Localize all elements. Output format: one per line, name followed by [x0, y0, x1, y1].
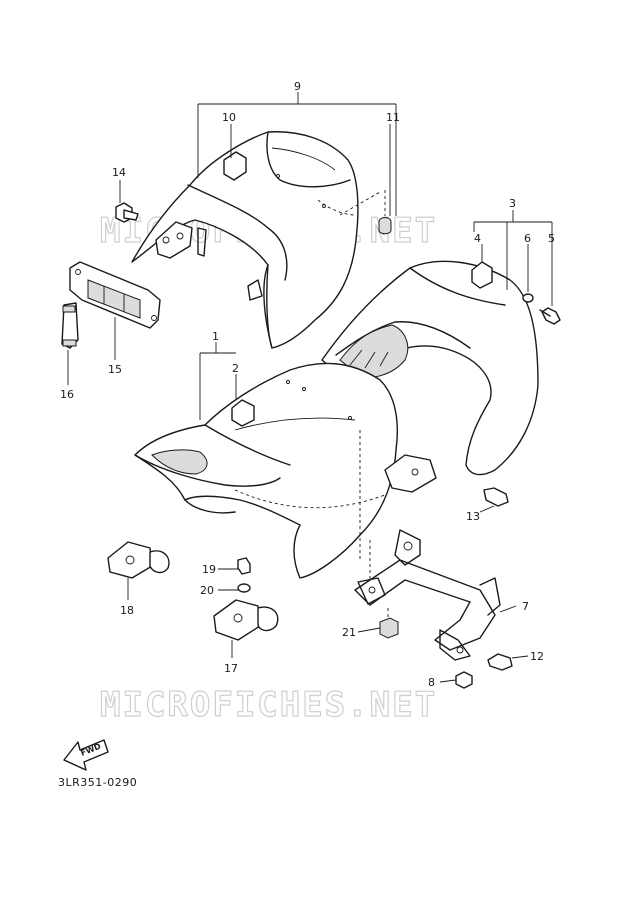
screw-19 — [237, 557, 251, 575]
callout-11: 11 — [386, 111, 400, 124]
callout-4: 4 — [474, 232, 481, 245]
seat-frame-bracket — [354, 529, 501, 661]
callout-13: 13 — [466, 510, 480, 523]
callout-20: 20 — [200, 584, 214, 597]
callout-leaders — [127, 92, 553, 683]
rear-seat-cowl — [131, 131, 359, 349]
rear-seat-section — [321, 260, 539, 476]
callout-18: 18 — [120, 604, 134, 617]
callout-labels: 9 10 11 14 3 4 6 5 1 2 15 16 13 19 20 7 … — [60, 80, 555, 689]
fwd-arrow-icon: FWD — [63, 739, 109, 771]
callout-14: 14 — [112, 166, 126, 179]
damper-21 — [379, 617, 399, 639]
front-seat — [134, 362, 399, 579]
callout-1: 1 — [212, 330, 219, 343]
callout-3: 3 — [509, 197, 516, 210]
callout-9: 9 — [294, 80, 301, 93]
grommet-11 — [378, 217, 392, 235]
callout-8: 8 — [428, 676, 435, 689]
diagram-code: 3LR351-0290 — [58, 776, 138, 789]
bolt-12 — [487, 653, 513, 671]
callout-10: 10 — [222, 111, 236, 124]
bolt-13 — [483, 487, 509, 507]
callout-17: 17 — [224, 662, 238, 675]
callout-21: 21 — [342, 626, 356, 639]
callout-2: 2 — [232, 362, 239, 375]
washer-20 — [237, 583, 251, 593]
seat-side-bracket — [384, 454, 437, 493]
bolt-14 — [115, 202, 139, 223]
callout-19: 19 — [202, 563, 216, 576]
washer-6 — [522, 293, 534, 303]
lock-17 — [213, 599, 279, 641]
callout-16: 16 — [60, 388, 74, 401]
bracket-15 — [69, 261, 161, 329]
nut-8 — [455, 671, 473, 689]
lock-18 — [107, 541, 170, 579]
screw-5 — [539, 307, 561, 325]
strap-16 — [61, 302, 79, 349]
callout-7: 7 — [522, 600, 529, 613]
callout-6: 6 — [524, 232, 531, 245]
watermark-bottom: MICROFICHES.NET — [100, 685, 437, 725]
callout-5: 5 — [548, 232, 555, 245]
callout-12: 12 — [530, 650, 544, 663]
callout-15: 15 — [108, 363, 122, 376]
